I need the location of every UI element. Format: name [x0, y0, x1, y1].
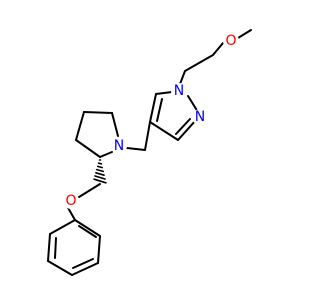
bond-c4-c5-inner [156, 98, 163, 122]
stereo-hashed-wedge [93, 159, 107, 184]
bond-c5-n1 [155, 91, 173, 95]
bond-o-ch2 [212, 42, 224, 56]
bond-ch2-o-ether [78, 183, 101, 198]
bond-npyr-ca [111, 112, 119, 137]
bond-cd-npyr [99, 151, 113, 158]
bond-n1-n2 [187, 95, 199, 113]
atom-pyrrolidine-n: N [111, 138, 127, 154]
bond-ph5-ph6-inner [54, 237, 57, 259]
molecule-structure-diagram: O N N N O [47, 29, 252, 276]
atom-label-pyrrolidine-n: N [114, 138, 124, 154]
atom-label-ether-o: O [65, 193, 76, 209]
bond-n2-c3-inner [175, 118, 191, 135]
bond-ca-cb [83, 111, 113, 114]
bond-ph4-ph5 [47, 260, 73, 276]
atom-pyrazole-n1: N [171, 83, 187, 99]
bonds [75, 29, 252, 158]
bond-ph5-ph6 [47, 233, 51, 262]
bond-n2-c3-outer [177, 119, 197, 141]
bond-ph6-ph1 [49, 219, 76, 235]
atom-label-methoxy-o: O [225, 33, 236, 49]
atom-pyrazole-n2: N [192, 109, 208, 125]
atom-methoxy-oxygen: O [223, 33, 239, 49]
bond-cb-cc [75, 111, 85, 141]
bond-cc-cd [75, 139, 101, 158]
bond-c4-ch2 [144, 121, 151, 151]
bond-ch2-n1 [179, 70, 186, 85]
bond-c4-c5-outer [149, 93, 157, 123]
bond-ch2-ch2 [184, 54, 214, 72]
atom-label-pyrazole-n2: N [195, 109, 205, 125]
atom-label-pyrazole-n1: N [174, 83, 184, 99]
bond-ph3-ph4 [71, 262, 99, 276]
bond-ph3-ph4-inner [72, 258, 94, 269]
bond-ch3-o [237, 29, 252, 39]
bond-ph1-ph2-inner [78, 225, 97, 238]
bond-ph2-ph3 [97, 235, 101, 264]
bond-c3-c4 [149, 121, 179, 141]
bond-ph1-ph2 [74, 219, 101, 237]
bond-ch2-npyr [126, 147, 146, 151]
atom-ether-oxygen: O [63, 193, 79, 209]
